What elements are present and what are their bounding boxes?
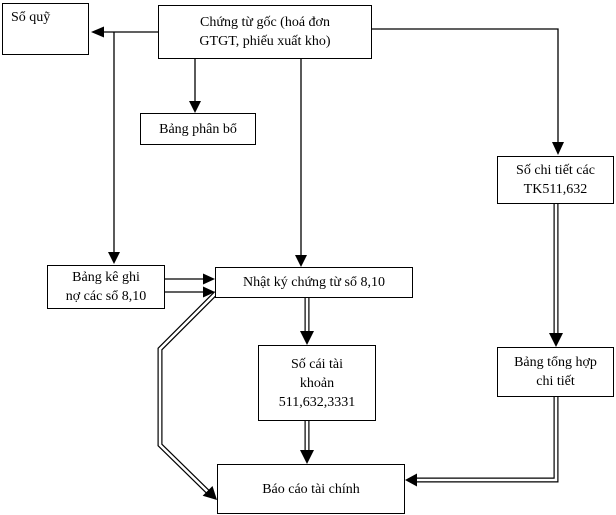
arrowhead — [295, 255, 307, 267]
node-so-quy: Sổ quỹ — [2, 3, 89, 55]
arrowhead — [549, 333, 563, 347]
edge-bangtonghop-baocao — [417, 397, 559, 483]
arrowhead — [202, 486, 217, 500]
arrowhead — [405, 473, 417, 487]
node-chung-tu-goc: Chứng từ gốc (hoá đơn GTGT, phiếu xuất k… — [158, 5, 372, 59]
arrowhead — [91, 26, 104, 38]
node-bao-cao: Báo cáo tài chính — [217, 464, 405, 514]
edge-core — [158, 292, 217, 493]
arrowhead — [203, 286, 215, 298]
edge-nhatky-baocao — [157, 291, 218, 494]
arrowhead — [203, 273, 215, 285]
arrowhead — [552, 142, 564, 155]
node-so-cai: Số cái tài khoản 511,632,3331 — [258, 345, 376, 421]
node-bang-tong-hop: Bảng tổng hợp chi tiết — [497, 347, 614, 397]
edge-core — [417, 397, 558, 482]
arrowhead — [300, 450, 314, 464]
arrowhead — [189, 101, 201, 113]
node-bang-phan-bo: Bảng phân bổ — [140, 113, 256, 145]
node-bang-ke: Bảng kê ghi nợ các sổ 8,10 — [47, 265, 165, 309]
node-so-chi-tiet: Số chi tiết các TK511,632 — [497, 156, 614, 204]
arrowhead — [300, 331, 314, 345]
arrowhead — [108, 252, 120, 264]
node-nhat-ky: Nhật ký chứng từ sổ 8,10 — [215, 267, 413, 298]
edge-chungtugoc-sochitiet — [372, 28, 559, 143]
